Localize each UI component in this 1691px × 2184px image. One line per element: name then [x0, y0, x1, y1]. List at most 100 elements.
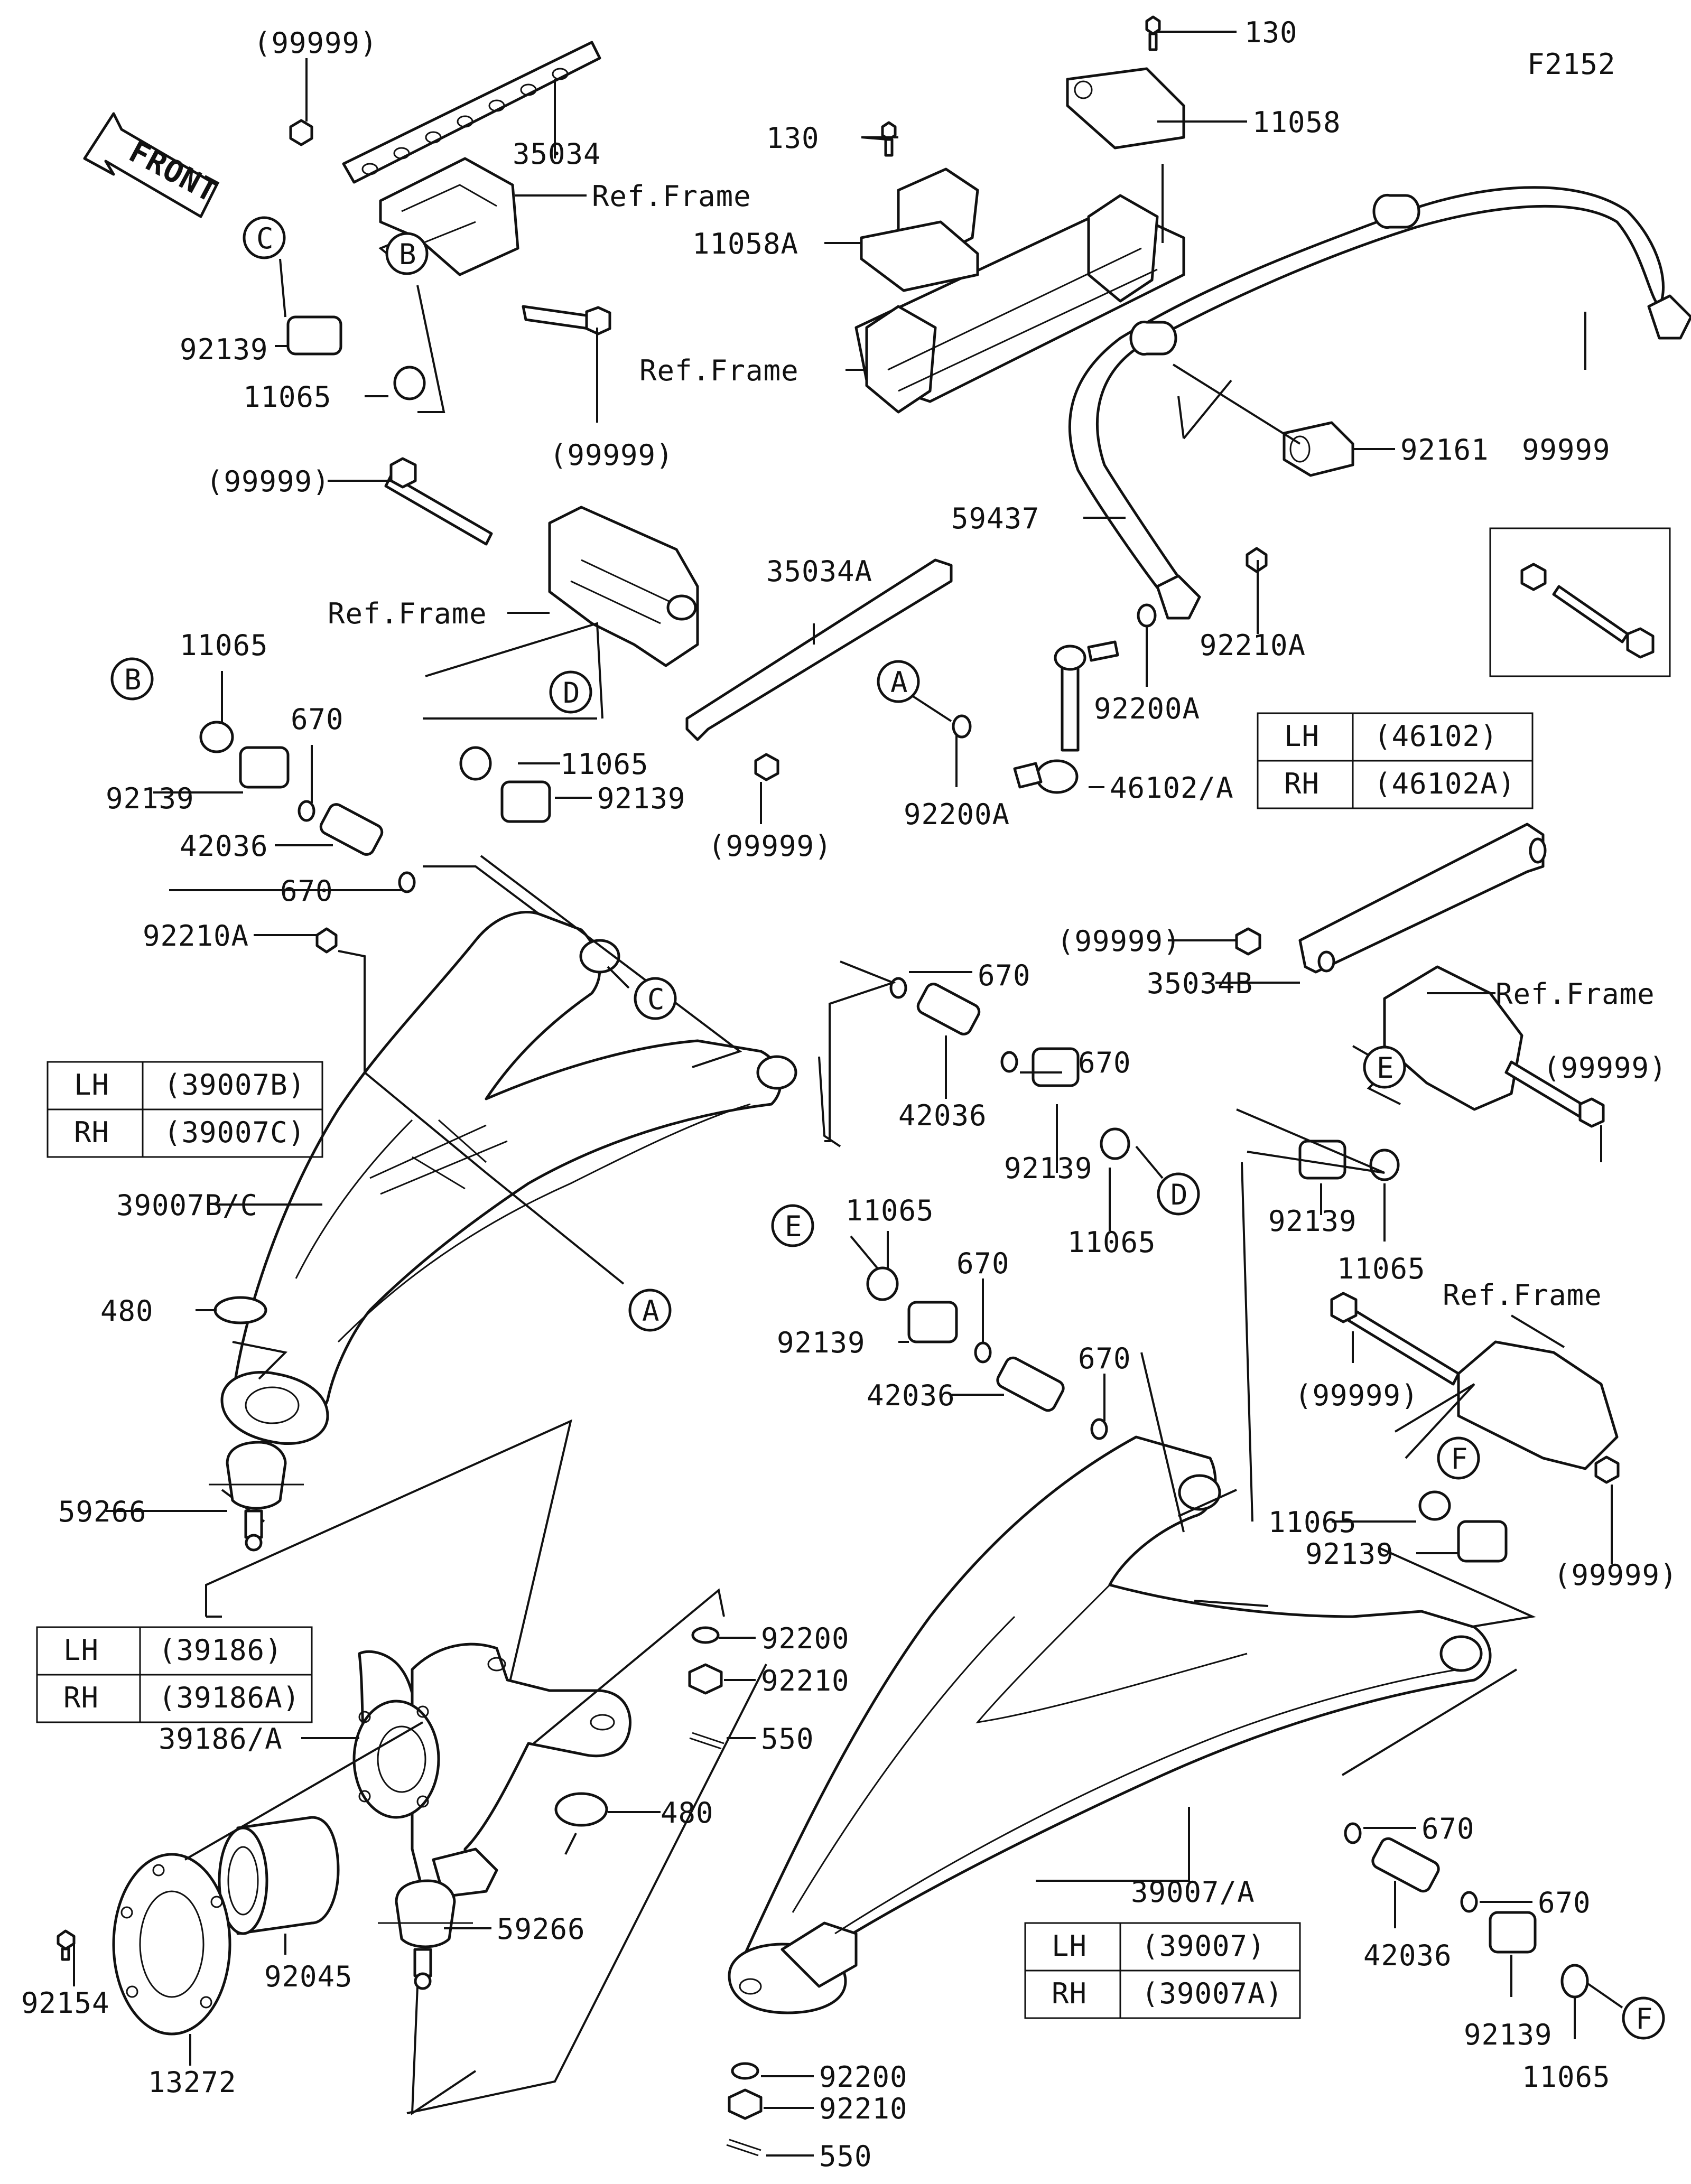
- label-42036-d: 42036: [1363, 1939, 1452, 1972]
- nut-92210A-b: [315, 927, 338, 954]
- label-92210A-b: 92210A: [143, 919, 249, 953]
- nut-92210-b: [728, 2088, 763, 2120]
- oring-670-g: [1344, 1822, 1362, 1844]
- stabilizer-end-right: [1647, 294, 1691, 340]
- label-92210-b: 92210: [819, 2092, 908, 2125]
- label-42036-a: 42036: [180, 829, 268, 863]
- label-ref-frame-3: Ref.Frame: [328, 597, 487, 630]
- oring-670-b: [398, 871, 416, 893]
- label-92210-a: 92210: [761, 1664, 850, 1697]
- table-39186-rh: RH: [63, 1681, 99, 1714]
- pin-550-b: [726, 2139, 761, 2157]
- leaders-right-mid: [824, 939, 1602, 1242]
- ball-joint-59266-b: [378, 1879, 473, 1990]
- label-92200A-b: 92200A: [904, 798, 1010, 831]
- leaders-top-left: [275, 58, 598, 423]
- stabilizer-bushing-lower: [1129, 320, 1177, 356]
- ref-f-2: [1622, 1996, 1665, 2040]
- nut-99999-d: [754, 753, 779, 781]
- snap-ring-480-a: [213, 1296, 267, 1324]
- bolt-99999-c-head: [389, 457, 417, 489]
- bolt-kit-99999: [1489, 527, 1671, 677]
- table-39007BC-rh-value: (39007C): [164, 1116, 305, 1149]
- bushing-92161: [1283, 421, 1354, 477]
- table-39186-lh: LH: [63, 1634, 99, 1667]
- ref-d-2: [1157, 1172, 1200, 1216]
- label-550-a: 550: [761, 1722, 814, 1756]
- washer-11065-e: [1369, 1149, 1400, 1181]
- bearing-92045: [218, 1816, 340, 1935]
- washer-92200A-b: [952, 714, 972, 739]
- label-59266-b: 59266: [497, 1912, 586, 1946]
- table-39186-lh-value: (39186): [159, 1634, 283, 1667]
- ref-a-2: [628, 1289, 672, 1332]
- table-46102-rh: RH: [1284, 767, 1320, 800]
- washer-11065-c: [459, 746, 492, 781]
- bushing-92139-b: [239, 746, 290, 789]
- label-99999-d: (99999): [708, 829, 832, 863]
- label-670-h: 670: [1538, 1886, 1591, 1919]
- label-99999-c: (99999): [206, 465, 330, 498]
- label-670-c: 670: [978, 959, 1031, 992]
- label-670-b: 670: [280, 874, 333, 908]
- label-92139-f: 92139: [777, 1326, 866, 1359]
- label-92139-a: 92139: [180, 333, 268, 366]
- table-39007-rh: RH: [1052, 1977, 1087, 2010]
- label-670-d: 670: [1078, 1046, 1131, 1079]
- label-99999-e: (99999): [1057, 925, 1181, 958]
- leaders-59266-a: [106, 1419, 572, 1739]
- table-39007BC-lh: LH: [74, 1068, 109, 1102]
- label-ref-frame-5: Ref.Frame: [1443, 1278, 1602, 1312]
- label-11065-a: 11065: [243, 380, 332, 414]
- label-11065-h: 11065: [1522, 2060, 1611, 2094]
- label-92161: 92161: [1400, 433, 1489, 466]
- washer-11065-f: [866, 1266, 899, 1301]
- ref-b-1: [385, 232, 429, 275]
- bushing-92161-hole: [1289, 435, 1311, 463]
- frame-mount-right-2: [1457, 1340, 1619, 1470]
- bushing-92139-c: [500, 780, 551, 823]
- bracket-35034A: [685, 558, 953, 741]
- table-46102-lh-value: (46102): [1374, 720, 1498, 753]
- label-99999-a: (99999): [254, 26, 378, 60]
- knuckle-39186A: [352, 1642, 631, 1898]
- label-11058A: 11058A: [692, 227, 798, 260]
- sleeve-42036-b: [916, 983, 981, 1035]
- bolt-99999-c-shank: [384, 474, 493, 546]
- oring-670-d: [1000, 1051, 1018, 1073]
- stabilizer-end-left: [1156, 574, 1201, 620]
- label-35034A: 35034A: [766, 555, 872, 588]
- label-42036-b: 42036: [898, 1099, 987, 1132]
- table-46102: LH (46102) RH (46102A): [1257, 712, 1534, 809]
- ref-b-2: [110, 657, 154, 701]
- ref-f-2-text: F: [1636, 2002, 1653, 2036]
- pin-550-a: [689, 1732, 724, 1750]
- label-ref-frame-4: Ref.Frame: [1495, 977, 1655, 1011]
- leaders-mid-group: [850, 1231, 1105, 1421]
- washer-11065-g: [1418, 1490, 1451, 1521]
- lower-a-arm-39007A: [728, 1435, 1492, 2014]
- bracket-35034: [342, 41, 601, 276]
- bracket-11058A: [860, 220, 979, 292]
- ref-a-1-text: A: [890, 666, 908, 699]
- leaders-lower-right: [1363, 1827, 1623, 2039]
- ball-joint-59266-a: [209, 1441, 304, 1552]
- label-92200-a: 92200: [761, 1622, 850, 1655]
- ref-b-2-text: B: [124, 663, 142, 696]
- washer-11065-h: [1560, 1964, 1589, 1999]
- label-550-b: 550: [819, 2140, 872, 2173]
- washer-92200-a: [691, 1626, 720, 1644]
- label-99999-top: 99999: [1522, 433, 1611, 466]
- ref-c-1-text: C: [256, 222, 274, 255]
- bolt-99999-f-head: [1578, 1097, 1605, 1128]
- table-39186: LH (39186) RH (39186A): [36, 1626, 313, 1723]
- ref-d-1: [549, 670, 592, 714]
- label-670-a: 670: [291, 703, 344, 736]
- bushing-92139-g: [1457, 1520, 1508, 1563]
- label-92139-c: 92139: [597, 782, 686, 815]
- label-92139-g: 92139: [1305, 1537, 1394, 1571]
- front-arrow: FRONT: [83, 112, 224, 218]
- ref-c-1: [243, 216, 286, 259]
- bushing-92139-d: [1032, 1047, 1080, 1087]
- label-ref-frame-2: Ref.Frame: [639, 354, 799, 387]
